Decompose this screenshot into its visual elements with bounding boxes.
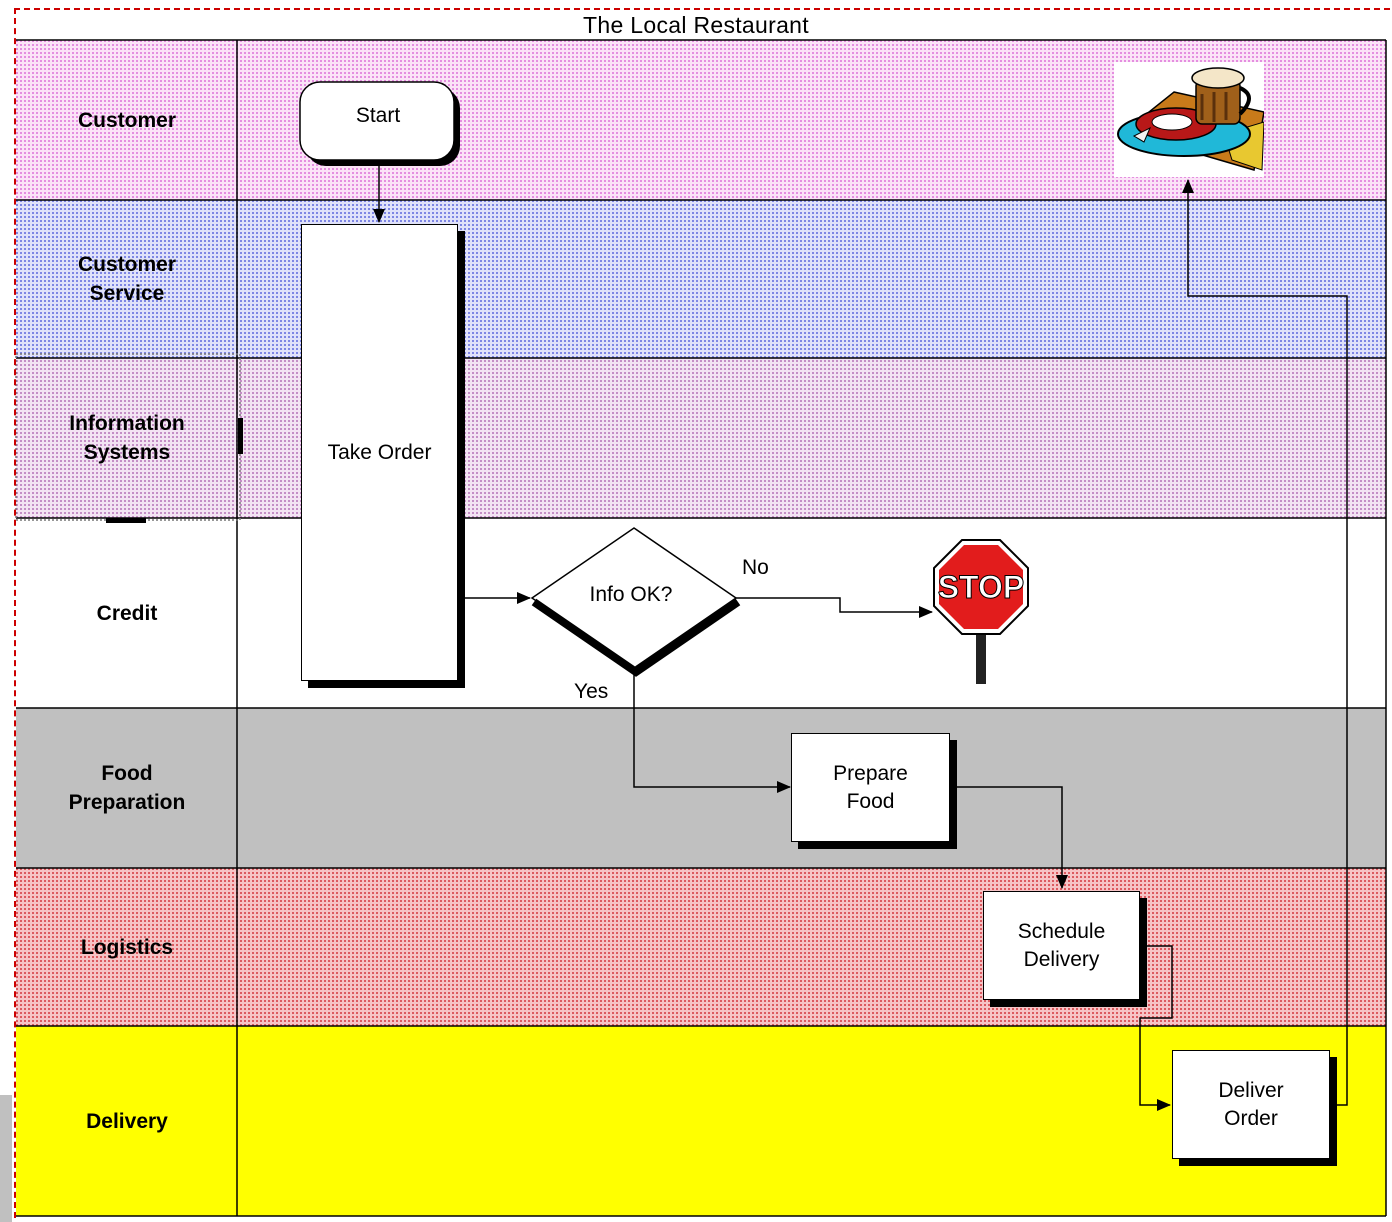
lane-label-customer-service-text: Customer Service (77, 253, 177, 305)
lane-label-customer: Customer (16, 40, 238, 200)
meal-clipart-icon (1114, 62, 1264, 177)
lane-label-information-systems: Information Systems (16, 358, 238, 518)
prepare-food-node: Prepare Food (791, 733, 950, 842)
take-order-node: Take Order (301, 224, 458, 681)
deliver-order-label: Deliver Order (1218, 1078, 1284, 1130)
lane-bg-logistics (16, 868, 1386, 1026)
lane-label-logistics: Logistics (16, 868, 238, 1026)
edge-prepare-to-schedule (950, 786, 1068, 889)
edge-schedule-to-deliver (1139, 945, 1173, 1111)
edge-label-no: No (742, 556, 769, 579)
schedule-delivery-node: Schedule Delivery (983, 891, 1140, 1000)
lane-bg-information-systems (16, 358, 1386, 518)
prepare-food-label: Prepare Food (833, 761, 908, 813)
svg-text:STOP: STOP (938, 569, 1025, 605)
lane-label-delivery-text: Delivery (86, 1109, 168, 1133)
edge-decision-yes (633, 670, 791, 793)
lane-label-credit-text: Credit (96, 601, 158, 625)
lane-label-customer-text: Customer (77, 108, 177, 132)
diagram-frame (14, 8, 1390, 1218)
deliver-order-node: Deliver Order (1172, 1050, 1330, 1159)
edge-decision-no (736, 597, 933, 618)
edge-deliver-to-customer (1182, 179, 1348, 1106)
lane-label-customer-service: Customer Service (16, 200, 238, 358)
lane-bg-delivery (16, 1026, 1386, 1216)
window-edge (0, 1095, 12, 1222)
start-node (299, 81, 460, 166)
take-order-label: Take Order (327, 440, 432, 464)
lane-label-information-systems-text: Information Systems (69, 412, 185, 464)
stop-sign-icon: STOP (933, 539, 1029, 684)
decision-node (530, 527, 741, 677)
lane-bg-food-preparation (16, 708, 1386, 868)
lane-label-delivery: Delivery (16, 1026, 238, 1216)
decision-label: Info OK? (589, 583, 673, 606)
lane-label-food-preparation: Food Preparation (16, 708, 238, 868)
lane-label-food-preparation-text: Food Preparation (68, 762, 186, 814)
lane-bg-customer-service (16, 200, 1386, 358)
lane-label-logistics-text: Logistics (80, 935, 174, 959)
schedule-delivery-label: Schedule Delivery (1017, 919, 1106, 971)
diagram-title: The Local Restaurant (583, 12, 809, 38)
start-node-label: Start (355, 104, 401, 127)
lane-label-credit: Credit (16, 518, 238, 708)
edge-label-yes: Yes (574, 680, 609, 703)
